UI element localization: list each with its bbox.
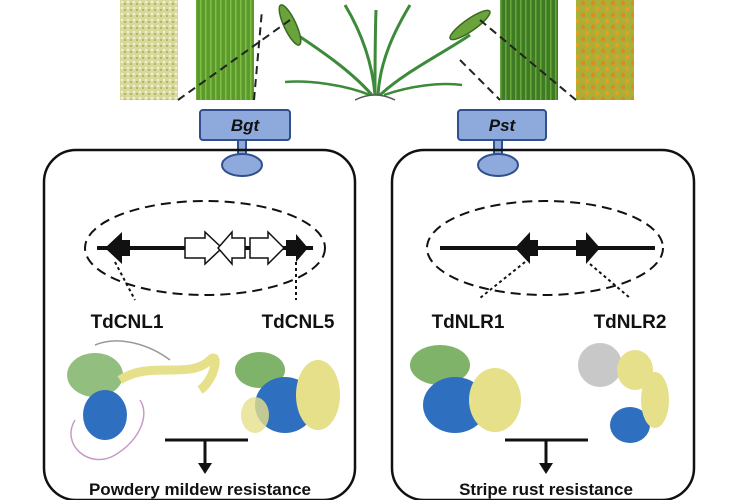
receptor-icon-left: Bgt <box>199 109 291 177</box>
leaf-leader-lines <box>177 9 577 101</box>
healthy-leaf-image-left <box>196 0 254 100</box>
gene-label-tdcnl5: TdCNL5 <box>262 312 335 333</box>
rust-leaf-image <box>576 0 634 100</box>
mildew-leaf-image <box>120 0 178 100</box>
protein-structure-tdcnl1 <box>67 340 220 461</box>
protein-structure-tdcnl5 <box>235 352 340 433</box>
gene-cluster-left <box>84 200 326 301</box>
healthy-leaf-image-right <box>500 0 558 100</box>
protein-structure-tdnlr1 <box>410 345 521 433</box>
gene-label-tdcnl1: TdCNL1 <box>91 312 164 333</box>
protein-structure-tdnlr2 <box>578 343 669 443</box>
right-panel <box>390 148 696 500</box>
leaf-images <box>120 0 634 100</box>
receptor-icon-right: Pst <box>457 109 547 177</box>
pathogen-label-left: Bgt <box>231 116 261 135</box>
wheat-plant-icon <box>278 4 491 101</box>
gene-label-tdnlr2: TdNLR2 <box>594 312 667 333</box>
left-panel <box>42 148 357 500</box>
gene-cluster-right <box>426 200 664 299</box>
gene-arrow-cnl1 <box>105 232 130 264</box>
gene-label-tdnlr1: TdNLR1 <box>432 312 505 333</box>
gene-arrow-nlr1 <box>515 232 538 264</box>
outcome-label-left: Powdery mildew resistance <box>89 480 311 499</box>
outcome-label-right: Stripe rust resistance <box>459 480 633 499</box>
pathogen-label-right: Pst <box>489 116 517 135</box>
inhibition-arrow-icon-left <box>165 438 248 474</box>
gene-arrow-nlr2 <box>576 232 600 264</box>
gene-arrow-cnl5 <box>286 234 308 262</box>
inhibition-arrow-icon-right <box>505 438 588 474</box>
